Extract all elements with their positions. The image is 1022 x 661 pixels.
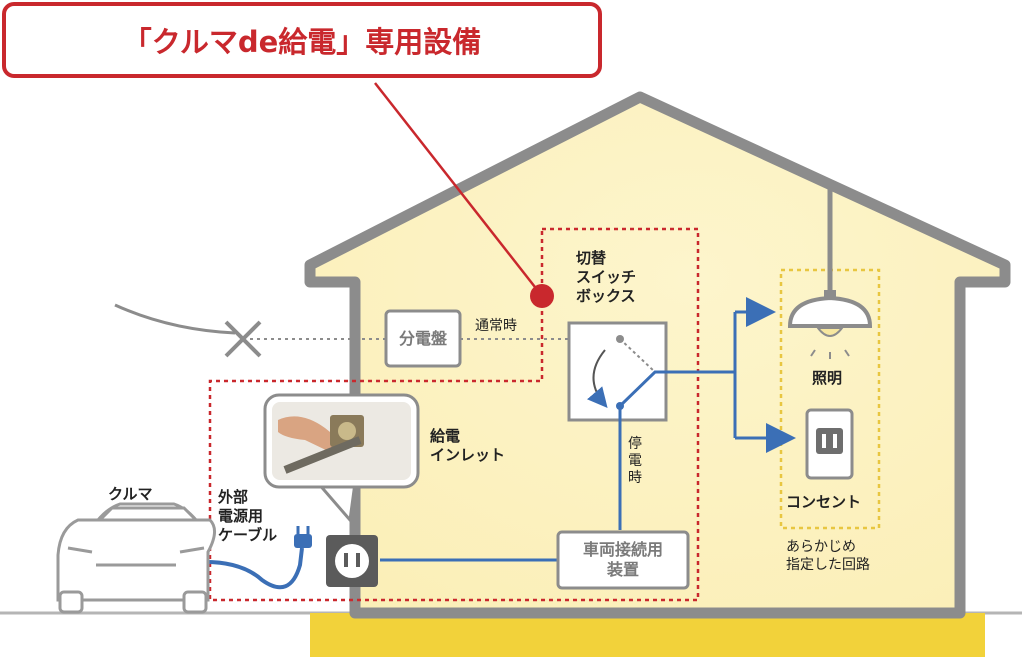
vehicle-device-box	[556, 530, 690, 590]
lighting-label: 照明	[812, 369, 843, 387]
switch-normal-contact	[619, 338, 656, 373]
power-inlet-label: 給電 インレット	[430, 427, 506, 464]
power-outage-label: 停電時	[628, 436, 642, 486]
house-foundation	[310, 613, 985, 657]
car-icon	[56, 502, 216, 614]
inlet-socket-icon	[326, 535, 378, 587]
predetermined-circuit-label: あらかじめ 指定した回路	[786, 539, 870, 573]
utility-line	[114, 303, 236, 335]
vehicle-device-label: 車両接続用 装置	[582, 540, 663, 579]
distribution-board-box	[384, 309, 462, 368]
external-cable-label: 外部 電源用 ケーブル	[218, 488, 278, 544]
equipment-dot	[530, 284, 554, 308]
equipment-outline	[208, 227, 700, 602]
switch-box-label: 切替 スイッチ ボックス	[576, 249, 637, 305]
disconnect-x-icon	[224, 320, 262, 358]
page-title: 「クルマde給電」専用設備	[122, 25, 482, 59]
inlet-photo	[263, 393, 420, 524]
outlet-label: コンセント	[786, 493, 862, 511]
title-pointer-line	[374, 82, 543, 297]
title-box: 「クルマde給電」専用設備	[2, 2, 602, 78]
normal-time-label: 通常時	[475, 318, 517, 334]
external-cable-line	[196, 547, 304, 590]
switch-arrow-icon	[587, 349, 608, 409]
light-icon	[787, 187, 873, 359]
blue-wiring	[380, 297, 796, 562]
distribution-board-label: 分電盤	[398, 329, 447, 348]
switch-contact-top	[616, 335, 624, 343]
car-label: クルマ	[108, 485, 153, 503]
outlet-icon	[805, 408, 854, 480]
plug-icon	[294, 526, 312, 548]
